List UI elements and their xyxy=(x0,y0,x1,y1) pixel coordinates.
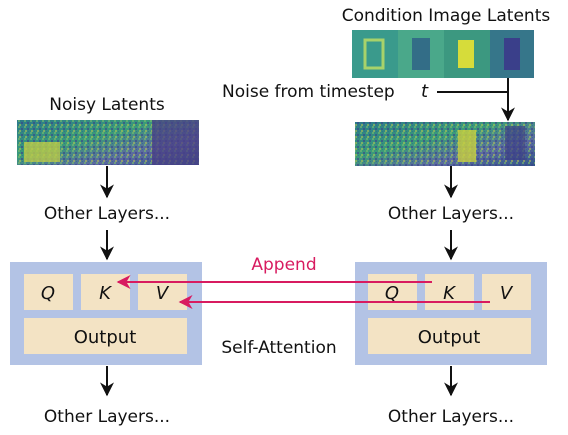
left-q-cell: Q xyxy=(41,283,55,304)
right-v-cell: V xyxy=(500,283,514,304)
right-k-cell: K xyxy=(443,283,456,304)
condition-latents-image xyxy=(352,30,534,78)
noise-from-timestep-label: Noise from timestep xyxy=(222,82,395,102)
right-q-cell: Q xyxy=(385,283,399,304)
left-v-cell: V xyxy=(156,283,170,304)
right-attention-block: Q K V Output xyxy=(355,262,547,365)
noisy-condition-latents-image xyxy=(355,122,535,166)
condition-image-latents-label: Condition Image Latents xyxy=(342,6,551,26)
left-output-cell: Output xyxy=(74,327,137,348)
left-k-cell: K xyxy=(99,283,112,304)
left-attention-block: Q K V Output xyxy=(10,262,202,365)
left-other-layers-top: Other Layers... xyxy=(44,204,170,224)
right-other-layers-bottom: Other Layers... xyxy=(388,407,514,427)
left-other-layers-bottom: Other Layers... xyxy=(44,407,170,427)
append-label: Append xyxy=(251,255,316,275)
noisy-latents-image xyxy=(17,120,199,165)
self-attention-label: Self-Attention xyxy=(221,338,336,358)
timestep-variable: t xyxy=(421,81,429,102)
right-output-cell: Output xyxy=(418,327,481,348)
right-other-layers-top: Other Layers... xyxy=(388,204,514,224)
noisy-latents-label: Noisy Latents xyxy=(49,95,165,115)
